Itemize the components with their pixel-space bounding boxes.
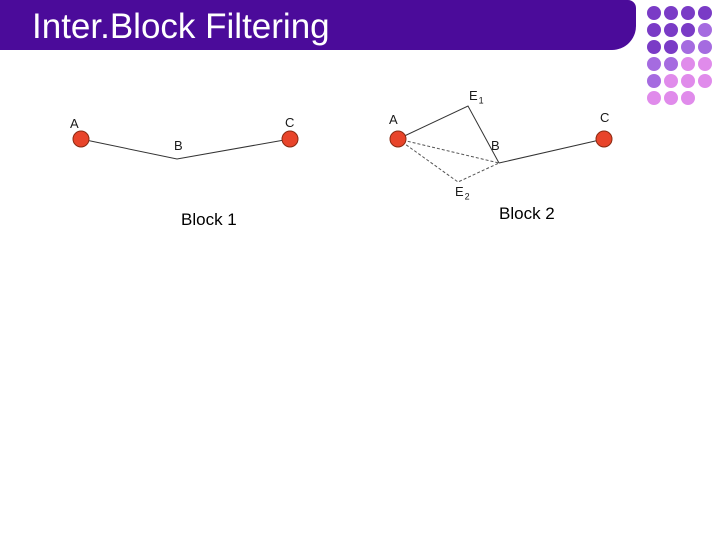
block2-label-e1: E1	[469, 88, 485, 106]
decorative-dot	[647, 6, 661, 20]
block2-edge-b-c	[498, 138, 605, 164]
decorative-dot	[681, 91, 695, 105]
decorative-dot	[647, 57, 661, 71]
decorative-dot	[698, 57, 712, 71]
slide-title: Inter.Block Filtering	[32, 7, 330, 46]
decorative-dot	[647, 74, 661, 88]
decorative-dot	[664, 74, 678, 88]
decorative-dot	[681, 74, 695, 88]
decorative-dot	[664, 40, 678, 54]
block2-label-a: A	[389, 112, 399, 127]
block2-caption: Block 2	[499, 204, 555, 223]
block2-label-e2: E2	[455, 184, 471, 202]
e1-subscript: 1	[478, 95, 485, 106]
decorative-dot	[698, 40, 712, 54]
decorative-dot	[647, 40, 661, 54]
decorative-dot	[681, 40, 695, 54]
decorative-dot	[664, 57, 678, 71]
decorative-dot	[698, 74, 712, 88]
decorative-dot	[664, 6, 678, 20]
decorative-dot	[647, 23, 661, 37]
decorative-dot	[664, 91, 678, 105]
decorative-dot	[681, 23, 695, 37]
block1-label-a: A	[70, 116, 80, 131]
e2-main: E	[455, 184, 465, 199]
block1-node-a	[72, 130, 90, 148]
block1-edge-path	[80, 138, 291, 160]
decorative-dot	[698, 6, 712, 20]
block1-label-c: C	[285, 115, 296, 130]
decorative-dot	[698, 23, 712, 37]
block1-caption: Block 1	[181, 210, 237, 229]
title-bar: Inter.Block Filtering	[0, 0, 636, 50]
block2-label-c: C	[600, 110, 611, 125]
block2-dashed-edge-a-e2-b	[397, 138, 500, 183]
decorative-dot	[664, 23, 678, 37]
block1-label-b: B	[174, 138, 184, 153]
block2-edge-a-e1-b	[397, 105, 500, 164]
decorative-dot	[681, 6, 695, 20]
block2-dashed-edge-a-b	[397, 138, 500, 164]
block1-node-c	[281, 130, 299, 148]
block2-node-c	[595, 130, 613, 148]
decorative-dot	[681, 57, 695, 71]
decorative-dot	[647, 91, 661, 105]
block2-label-b: B	[491, 138, 501, 153]
e2-subscript: 2	[464, 191, 471, 202]
block2-node-a	[389, 130, 407, 148]
e1-main: E	[469, 88, 479, 103]
